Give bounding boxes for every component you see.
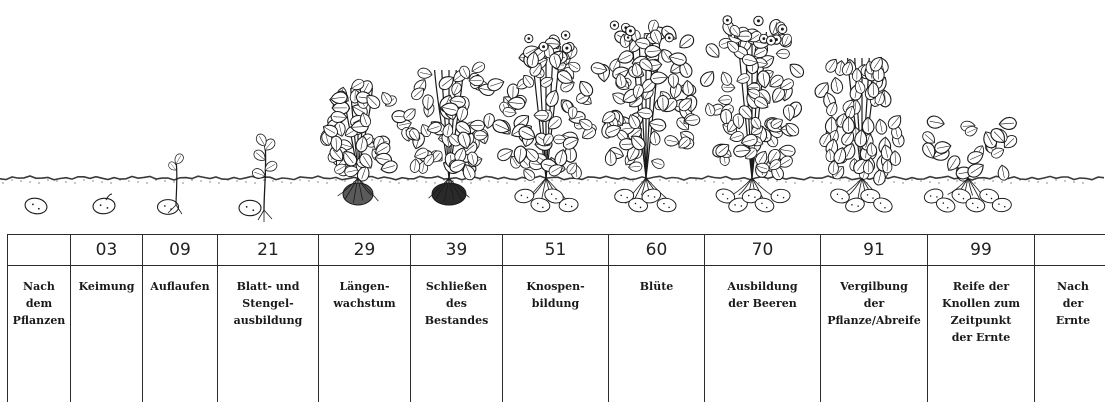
stage-label-line: Längen- — [319, 278, 410, 295]
stage-code-cell: 29 — [319, 235, 411, 266]
stage-label-cell: Blüte — [609, 266, 705, 402]
stage-label-line: Auflaufen — [143, 278, 217, 295]
plant-stage-5 — [391, 60, 495, 205]
stage-code-cell: 21 — [218, 235, 319, 266]
stage-code-cell: 60 — [609, 235, 705, 266]
stage-label-line: Nach — [8, 278, 70, 295]
stage-code-cell: 51 — [503, 235, 609, 266]
stage-label-line: der Beeren — [705, 295, 820, 312]
stage-label-line: der — [821, 295, 927, 312]
stage-label-cell: Längen-wachstum — [319, 266, 411, 402]
stage-label-line: Knospen- — [503, 278, 608, 295]
stage-label-line: Pflanzen — [8, 312, 70, 329]
soil-line — [0, 176, 1104, 184]
stage-code-cell — [8, 235, 71, 266]
stage-label-line: Nach — [1035, 278, 1105, 295]
stage-code-cell: 39 — [411, 235, 503, 266]
stage-code-cell: 99 — [928, 235, 1035, 266]
stage-label-line: dem — [8, 295, 70, 312]
plant-stage-3 — [239, 132, 279, 222]
stage-label-line: Knollen zum — [928, 295, 1034, 312]
stage-label-cell: Keimung — [71, 266, 143, 402]
plant-stage-6 — [486, 31, 598, 213]
stage-label-line: Ausbildung — [705, 278, 820, 295]
plant-stage-2 — [158, 152, 185, 214]
stage-code-cell: 91 — [821, 235, 928, 266]
stage-code-cell — [1035, 235, 1105, 266]
stage-label-line: ausbildung — [218, 312, 318, 329]
stage-label-line: Pflanze/Abreife — [821, 312, 927, 329]
plant-stage-10 — [920, 115, 1019, 215]
stage-label-cell: Knospen-bildung — [503, 266, 609, 402]
stage-label-line: der Ernte — [928, 329, 1034, 346]
stage-label-line: des — [411, 295, 502, 312]
stage-label-line: Blüte — [609, 278, 704, 295]
stage-label-line: Schließen — [411, 278, 502, 295]
plant-stage-9 — [812, 54, 905, 214]
stage-label-line: Reife der — [928, 278, 1034, 295]
stage-label-line: wachstum — [319, 295, 410, 312]
plant-stage-7 — [590, 19, 700, 214]
stage-label-line: bildung — [503, 295, 608, 312]
stage-label-line: Vergilbung — [821, 278, 927, 295]
stage-code-cell: 03 — [71, 235, 143, 266]
stage-label-line: Bestandes — [411, 312, 502, 329]
plant-stage-0 — [24, 197, 48, 216]
plant-stage-4 — [319, 77, 399, 205]
stage-label-line: Stengel- — [218, 295, 318, 312]
stage-label-line: Zeitpunkt — [928, 312, 1034, 329]
stage-label-line: Blatt- und — [218, 278, 318, 295]
stage-label-line: der — [1035, 295, 1105, 312]
stage-label-cell: Auflaufen — [143, 266, 218, 402]
stage-code-cell: 70 — [705, 235, 821, 266]
stage-label-line: Ernte — [1035, 312, 1105, 329]
stage-label-line: Keimung — [71, 278, 142, 295]
potato-growth-illustration — [0, 0, 1105, 234]
plant-stage-8 — [698, 16, 806, 214]
plant-stages — [24, 16, 1019, 222]
stage-code-cell: 09 — [143, 235, 218, 266]
plant-stage-1 — [92, 194, 115, 215]
